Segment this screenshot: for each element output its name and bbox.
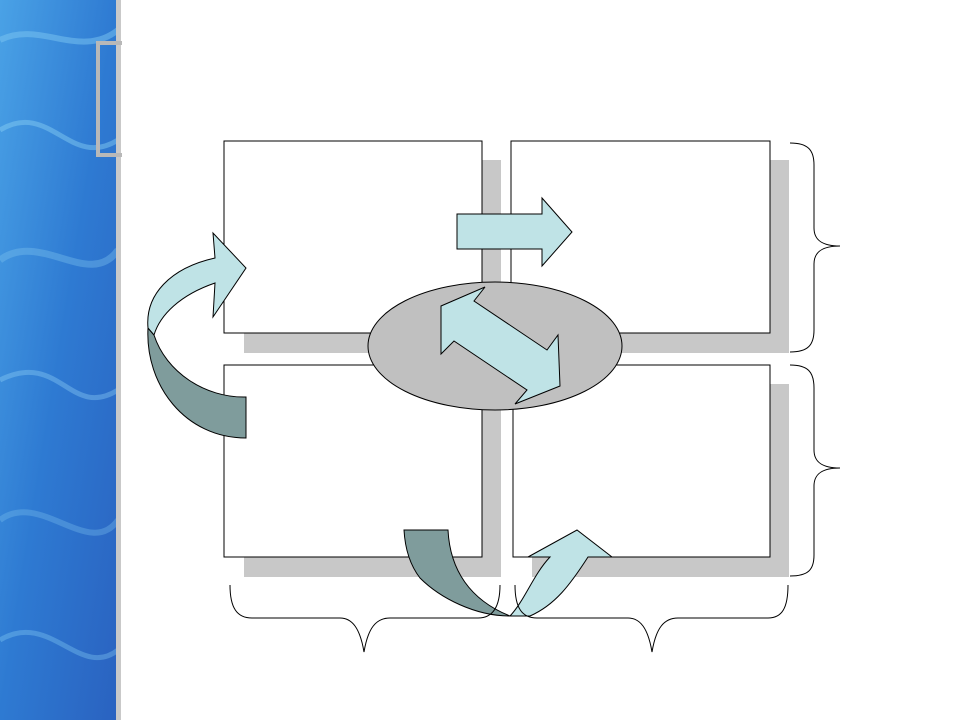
curved-arrow-left-tail	[147, 326, 247, 439]
curved-arrow-bottom-head	[508, 529, 614, 617]
right-brace-top	[789, 142, 841, 353]
right-arrow	[456, 196, 573, 268]
double-diagonal-arrow	[440, 286, 561, 405]
right-brace-bottom	[789, 364, 841, 577]
bottom-brace-right	[514, 584, 789, 653]
curved-arrow-left-head	[147, 231, 247, 337]
bottom-brace-left	[229, 584, 501, 653]
title-bracket	[96, 41, 122, 157]
curved-arrow-bottom-tail	[403, 529, 511, 617]
sidebar-decoration	[0, 0, 121, 720]
